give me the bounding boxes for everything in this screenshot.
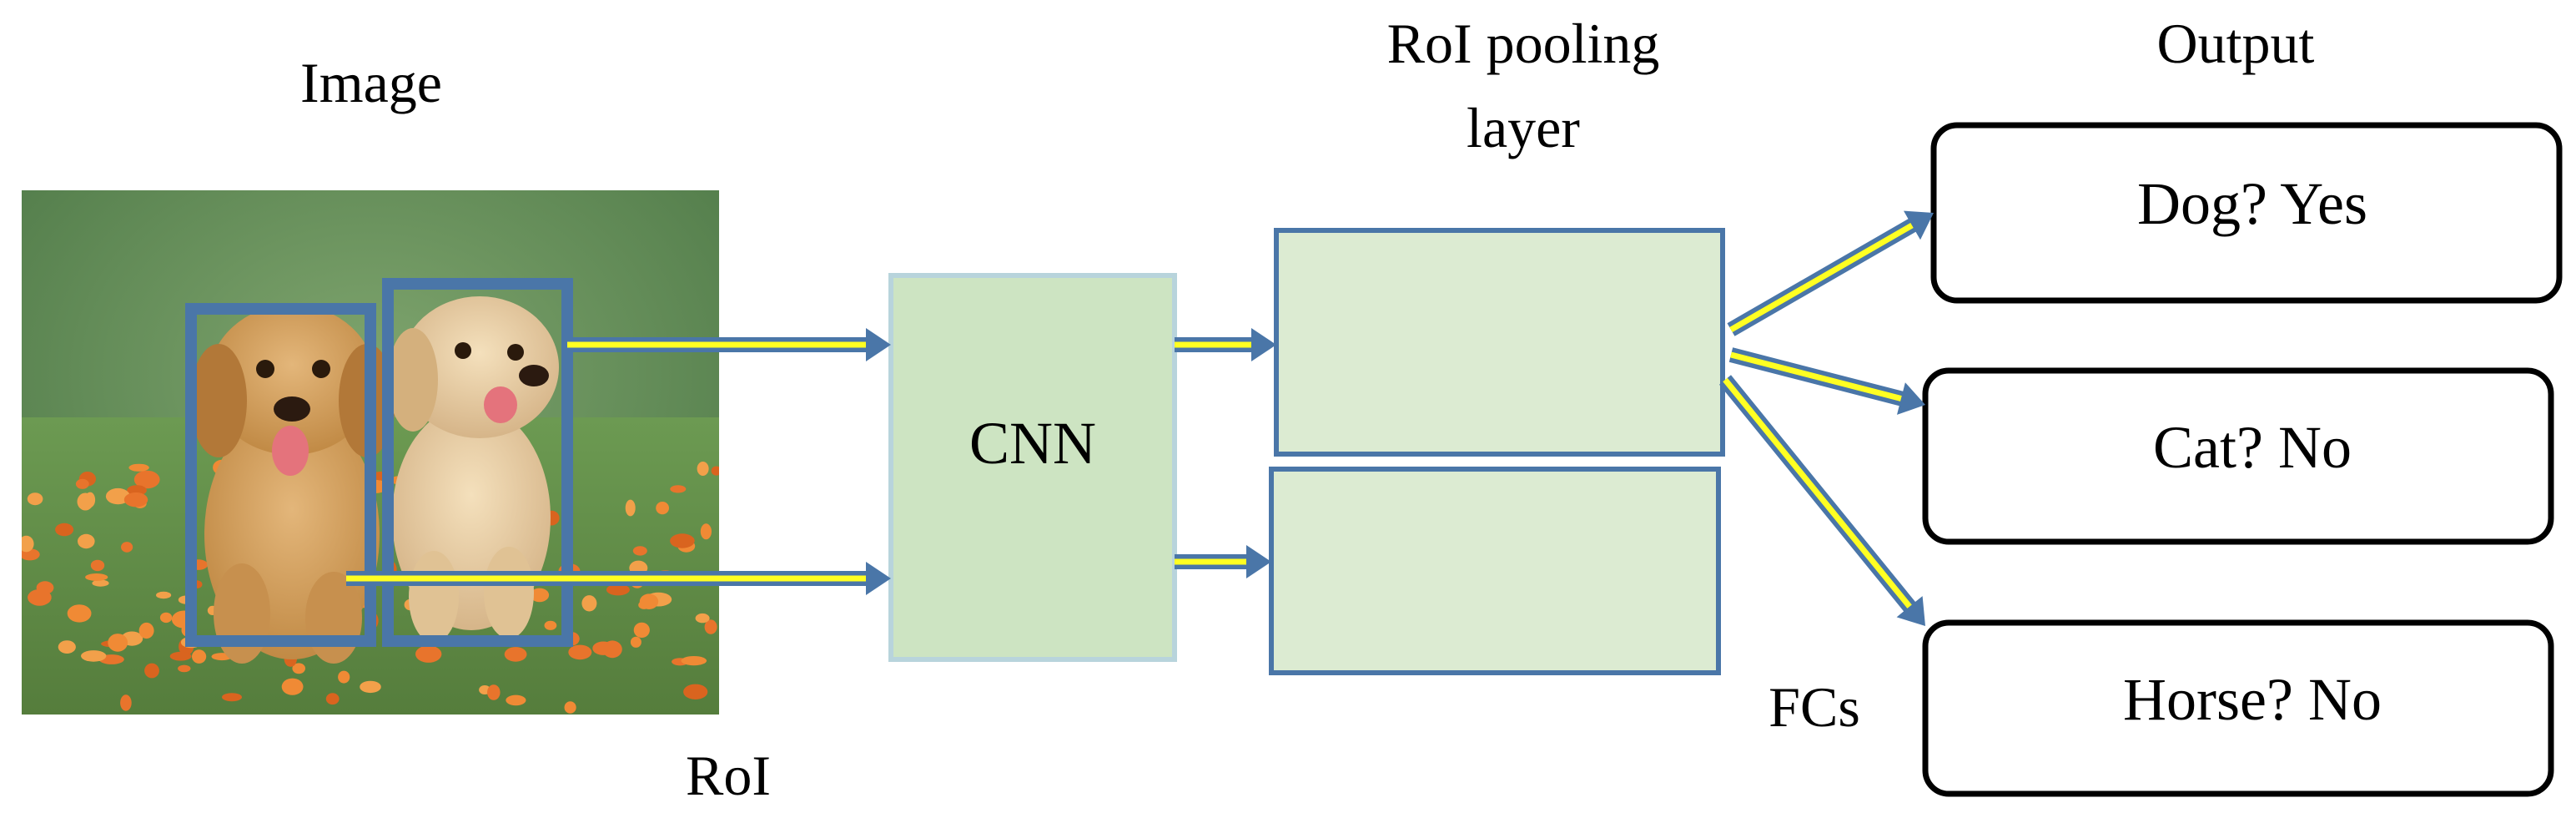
flower: [630, 636, 641, 648]
flower: [105, 487, 130, 505]
roi-box-2: [382, 278, 573, 647]
flower: [697, 462, 709, 476]
roi-pooling-label-line1: RoI pooling: [1387, 12, 1660, 75]
flower: [120, 694, 132, 711]
cnn-label: CNN: [969, 410, 1096, 477]
arrows: [346, 210, 1934, 626]
flower: [92, 579, 109, 587]
flower: [487, 684, 501, 700]
flower: [581, 595, 597, 612]
flower: [90, 559, 105, 572]
roi-pooling-box-2: [1269, 467, 1721, 675]
flower: [564, 701, 576, 714]
arrow-pool-to-dog-core: [1729, 222, 1914, 333]
output-label: Output: [2157, 12, 2315, 75]
flower: [281, 678, 304, 695]
flower: [169, 651, 192, 661]
flower: [144, 663, 159, 679]
flower: [504, 647, 527, 662]
cnn-box: [888, 273, 1177, 662]
flower: [84, 492, 96, 507]
flower: [178, 664, 191, 673]
flower: [633, 622, 650, 639]
flower: [67, 604, 92, 623]
flower: [360, 680, 381, 694]
flower: [159, 612, 173, 624]
flower: [606, 583, 630, 596]
flower: [656, 502, 669, 515]
flower: [78, 533, 95, 549]
flower: [81, 650, 107, 662]
flower: [27, 492, 43, 506]
output-box-cat: [1922, 367, 2554, 545]
roi-pooling-box-1: [1274, 228, 1725, 457]
flower: [639, 593, 659, 609]
flower: [192, 649, 207, 664]
flower: [36, 581, 54, 594]
cream-puppy: [388, 296, 559, 643]
flower: [338, 670, 350, 684]
flower: [123, 492, 148, 507]
flower: [222, 693, 242, 702]
arrow-pool-to-horse-core: [1723, 377, 1912, 608]
flower: [711, 466, 719, 476]
flower: [568, 644, 592, 660]
flower: [156, 591, 172, 599]
roi-pooling-label-line2: layer: [1467, 96, 1580, 159]
flower: [128, 463, 149, 472]
output-box-horse: [1922, 619, 2554, 797]
flower: [85, 573, 108, 581]
output-label-dog: Dog? Yes: [2137, 170, 2367, 237]
flower: [22, 535, 34, 553]
flower: [133, 470, 160, 489]
output-label-horse: Horse? No: [2123, 666, 2382, 733]
flower: [58, 640, 76, 654]
flower: [55, 523, 74, 537]
flower: [632, 546, 647, 556]
flower: [544, 620, 557, 630]
flower: [530, 588, 550, 603]
flower: [75, 478, 89, 489]
flower: [325, 693, 340, 705]
flower: [670, 533, 695, 548]
arrow-pool-to-cat-core: [1730, 351, 1902, 401]
flower: [683, 684, 708, 699]
flower: [108, 634, 128, 652]
flower: [592, 641, 615, 655]
fcs-label: FCs: [1768, 675, 1860, 739]
flower: [292, 663, 306, 674]
flower: [681, 656, 707, 666]
flower: [415, 645, 442, 663]
flower: [625, 499, 636, 517]
output-label-cat: Cat? No: [2153, 414, 2352, 481]
flower: [700, 523, 712, 540]
flower: [695, 613, 710, 624]
flower: [704, 619, 717, 634]
roi-label: RoI: [686, 744, 771, 807]
flower: [138, 622, 154, 639]
roi-box-1: [185, 303, 376, 647]
flower: [670, 485, 687, 493]
flower: [506, 694, 526, 706]
flower: [121, 542, 133, 553]
image-label: Image: [300, 51, 442, 114]
